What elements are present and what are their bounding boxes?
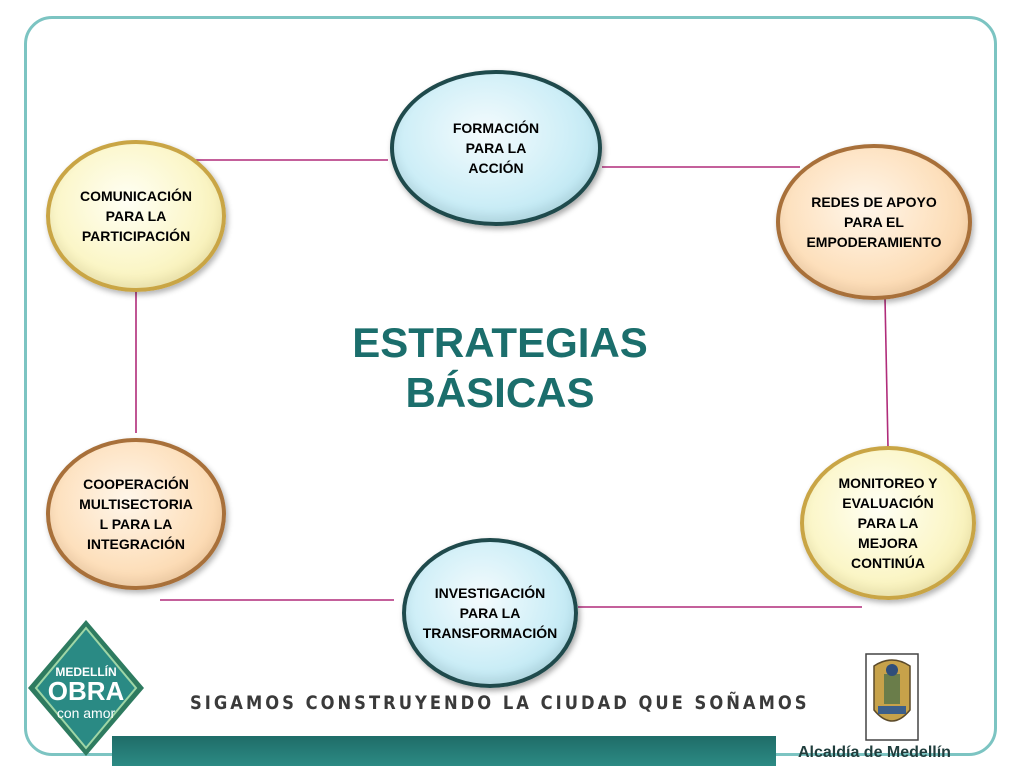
medellin-obra-badge: MEDELLÍN OBRA con amor	[26, 618, 146, 758]
footer-bar	[112, 736, 776, 766]
badge-diamond-icon	[28, 620, 144, 756]
footer-slogan: SIGAMOS CONSTRUYENDO LA CIUDAD QUE SOÑAM…	[190, 692, 810, 714]
node-redes: REDES DE APOYO PARA EL EMPODERAMIENTO	[776, 144, 972, 300]
badge-line-obra: OBRA	[47, 676, 125, 706]
alcaldia-de-medellin-label: Alcaldía de Medellín	[798, 744, 951, 761]
node-monitoreo: MONITOREO Y EVALUACIÓN PARA LA MEJORA CO…	[800, 446, 976, 600]
center-title: ESTRATEGIAS BÁSICAS	[352, 319, 648, 416]
connector-redes-monitoreo	[884, 297, 889, 448]
node-comunicacion: COMUNICACIÓN PARA LA PARTICIPACIÓN	[46, 140, 226, 292]
node-cooperacion: COOPERACIÓN MULTISECTORIA L PARA LA INTE…	[46, 438, 226, 590]
badge-line-medellin: MEDELLÍN	[55, 665, 117, 679]
node-formacion: FORMACIÓN PARA LA ACCIÓN	[390, 70, 602, 226]
medellin-coat-of-arms-icon	[865, 653, 919, 741]
node-investigacion: INVESTIGACIÓN PARA LA TRANSFORMACIÓN	[402, 538, 578, 688]
badge-line-con-amor: con amor	[56, 705, 116, 721]
